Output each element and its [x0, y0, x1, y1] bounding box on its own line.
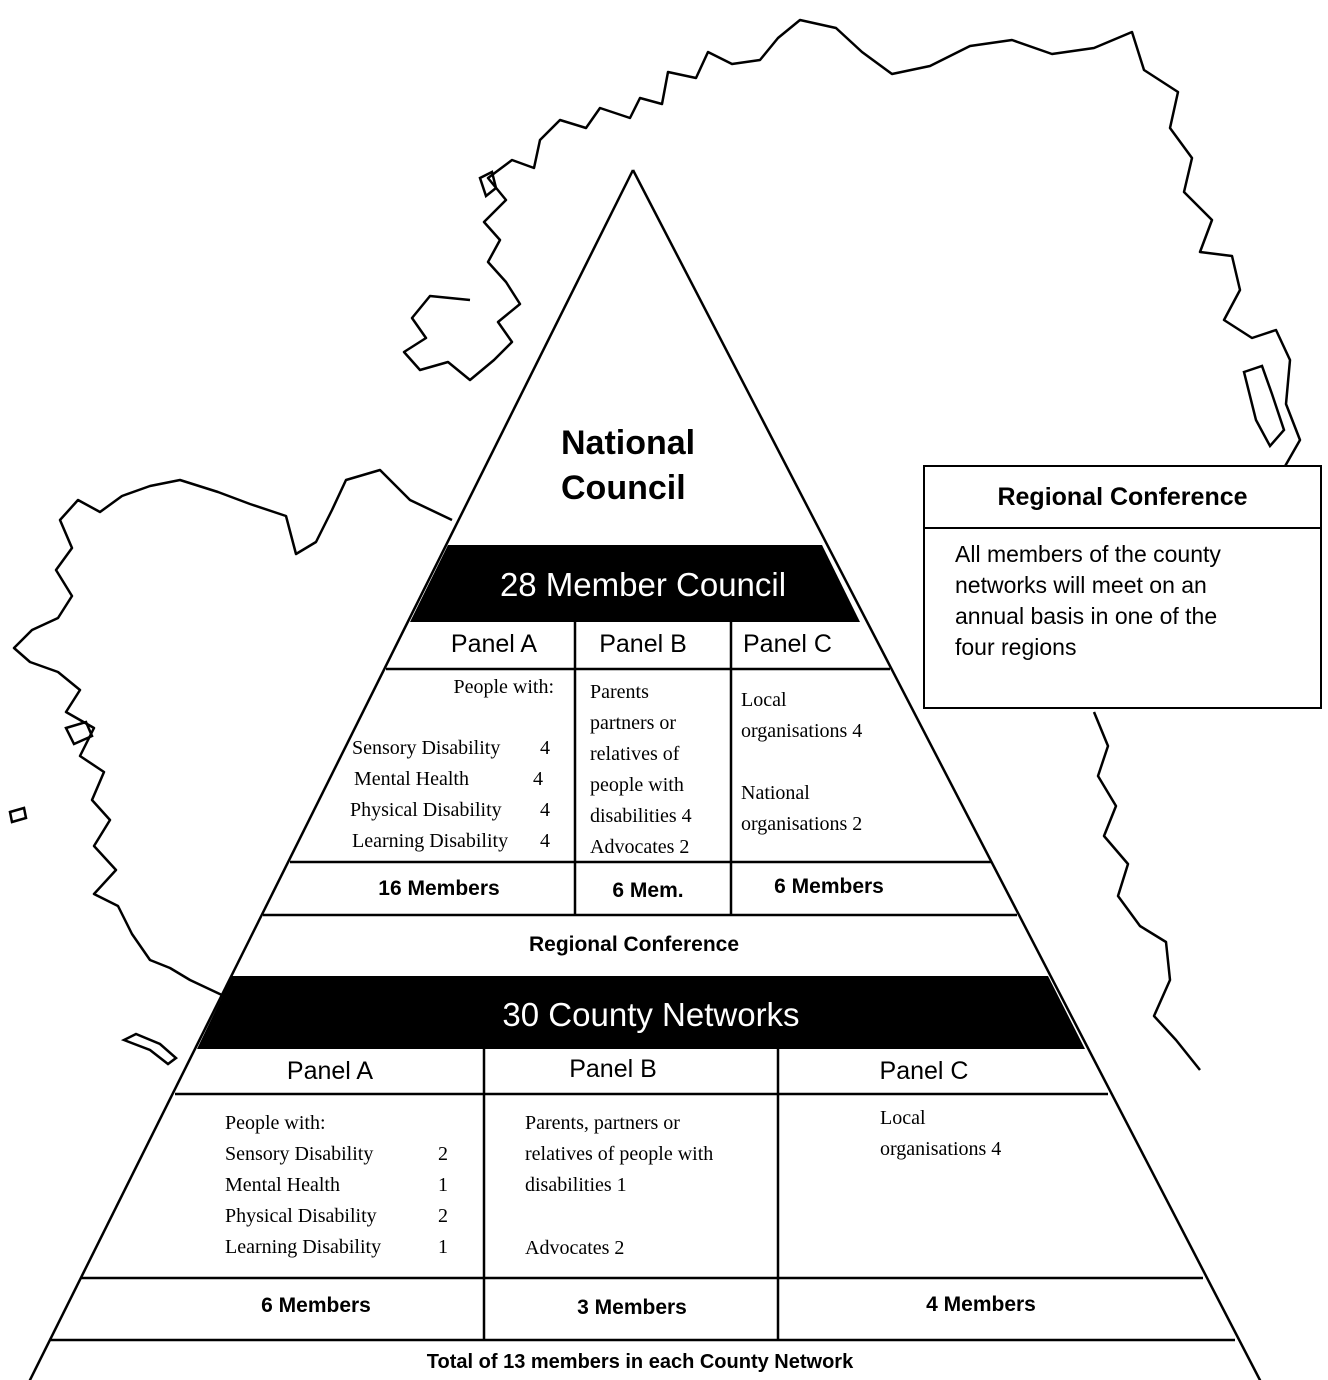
council-panel-c-total: 6 Members	[774, 875, 884, 898]
map-island	[1242, 364, 1286, 449]
regional-conference-band: Regional Conference	[528, 933, 740, 956]
county-band	[197, 976, 1085, 1049]
map-island	[64, 720, 94, 746]
county-panel-b-total: 3 Members	[577, 1296, 687, 1319]
council-panel-a-total: 16 Members	[378, 877, 500, 900]
council-panel-a-item-count: 4	[533, 768, 543, 790]
county-panel-a-item-label: Mental Health	[225, 1174, 340, 1196]
county-panel-a-item-label: Learning Disability	[225, 1236, 382, 1258]
callout-line: four regions	[955, 634, 1077, 660]
apex-title-line2: Council	[561, 469, 686, 507]
council-panel-a-item-count: 4	[540, 737, 550, 759]
council-panel-b-header: Panel B	[599, 630, 687, 658]
council-panel-c-line: organisations 4	[741, 720, 863, 742]
county-panel-b-line: disabilities 1	[525, 1174, 627, 1196]
county-total-footer: Total of 13 members in each County Netwo…	[426, 1351, 854, 1373]
county-panel-b-line: Advocates 2	[525, 1237, 625, 1259]
council-panel-a-item-count: 4	[540, 830, 550, 852]
county-panel-c-header: Panel C	[879, 1057, 969, 1085]
regional-conference-callout: Regional Conference All members of the c…	[923, 465, 1322, 709]
county-panel-a-item-label: Sensory Disability	[225, 1143, 374, 1165]
county-panel-a-item-count: 1	[438, 1236, 448, 1258]
county-panel-b-line: Parents, partners or	[525, 1112, 680, 1134]
county-panel-a-item-count: 2	[438, 1205, 448, 1227]
county-panel-a-total: 6 Members	[261, 1294, 371, 1317]
county-panel-a-header: Panel A	[286, 1057, 374, 1085]
county-panel-c-total: 4 Members	[926, 1293, 1036, 1316]
council-panel-a-header: Panel A	[450, 630, 538, 658]
map-outline-sw	[120, 1032, 178, 1066]
callout-title: Regional Conference	[925, 467, 1320, 529]
council-panel-c-line: Local	[741, 689, 787, 711]
county-panel-c-line: organisations 4	[880, 1138, 1002, 1160]
county-panel-a-item-label: Physical Disability	[225, 1205, 377, 1227]
council-panel-c-line: National	[741, 782, 810, 804]
callout-body: All members of the county networks will …	[925, 529, 1320, 663]
county-panel-a-item-count: 1	[438, 1174, 448, 1196]
council-panel-b-line: relatives of	[590, 743, 680, 765]
council-band	[410, 545, 860, 622]
council-panel-b-line: people with	[590, 774, 684, 796]
callout-line: All members of the county	[955, 541, 1221, 567]
map-outline	[402, 18, 1302, 469]
county-band-title: 30 County Networks	[502, 996, 800, 1033]
pyramid-edge-left	[28, 169, 635, 1380]
county-panel-a-item-count: 2	[438, 1143, 448, 1165]
council-panel-a-item-label: Learning Disability	[352, 830, 509, 852]
council-panel-a-item-label: Sensory Disability	[352, 737, 501, 759]
council-panel-a-item-count: 4	[540, 799, 550, 821]
council-panel-b-line: disabilities 4	[590, 805, 692, 827]
county-panel-a-intro: People with:	[225, 1112, 326, 1134]
council-panel-a-item-label: Physical Disability	[350, 799, 502, 821]
council-panel-a-item-label: Mental Health	[354, 768, 469, 790]
pyramid-fill	[29, 170, 1260, 1380]
council-panel-a-intro: People with:	[453, 676, 554, 698]
callout-line: networks will meet on an	[955, 572, 1207, 598]
county-panel-c-line: Local	[880, 1107, 926, 1129]
map-island	[8, 806, 28, 824]
pyramid-edge-right	[631, 169, 1262, 1380]
council-panel-b-line: Advocates 2	[590, 836, 690, 858]
council-panel-b-line: Parents	[590, 681, 649, 703]
council-panel-c-line: organisations 2	[741, 813, 863, 835]
county-panel-b-header: Panel B	[569, 1055, 657, 1083]
map-outline-east	[1092, 711, 1201, 1071]
council-panel-b-total: 6 Mem.	[612, 879, 684, 902]
map-island	[478, 170, 498, 199]
council-panel-c-header: Panel C	[743, 630, 832, 658]
council-band-title: 28 Member Council	[499, 566, 787, 603]
county-panel-b-line: relatives of people with	[525, 1143, 714, 1165]
callout-line: annual basis in one of the	[955, 603, 1218, 629]
council-panel-b-line: partners or	[590, 712, 677, 734]
apex-title-line1: National	[561, 424, 696, 462]
map-outline-west	[12, 468, 453, 1011]
